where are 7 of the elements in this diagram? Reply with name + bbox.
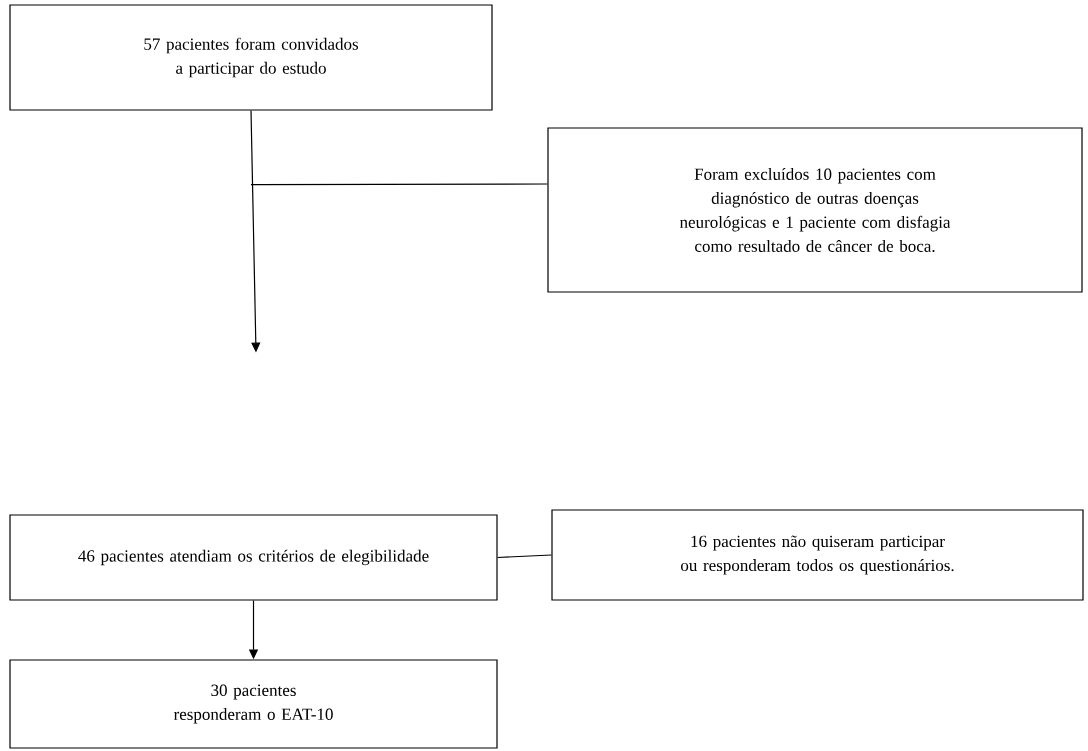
- process-box: 57 pacientes foram convidados a participar do estudo: [9, 4, 493, 111]
- process-box: Foram excluídos 10 pacientes com diagnóstico de outras doenças neurológicas e 1 paciente com disfagia como resultado de câncer de boca.: [547, 127, 1083, 293]
- process-box: 46 pacientes atendiam os critérios de elegibilidade: [9, 514, 498, 601]
- connector-line: [497, 554, 552, 559]
- connector-line: [250, 183, 548, 186]
- process-box: 30 pacientes responderam o EAT-10: [9, 659, 498, 749]
- process-box: 16 pacientes não quiseram participar ou responderam todos os questionários.: [551, 509, 1084, 601]
